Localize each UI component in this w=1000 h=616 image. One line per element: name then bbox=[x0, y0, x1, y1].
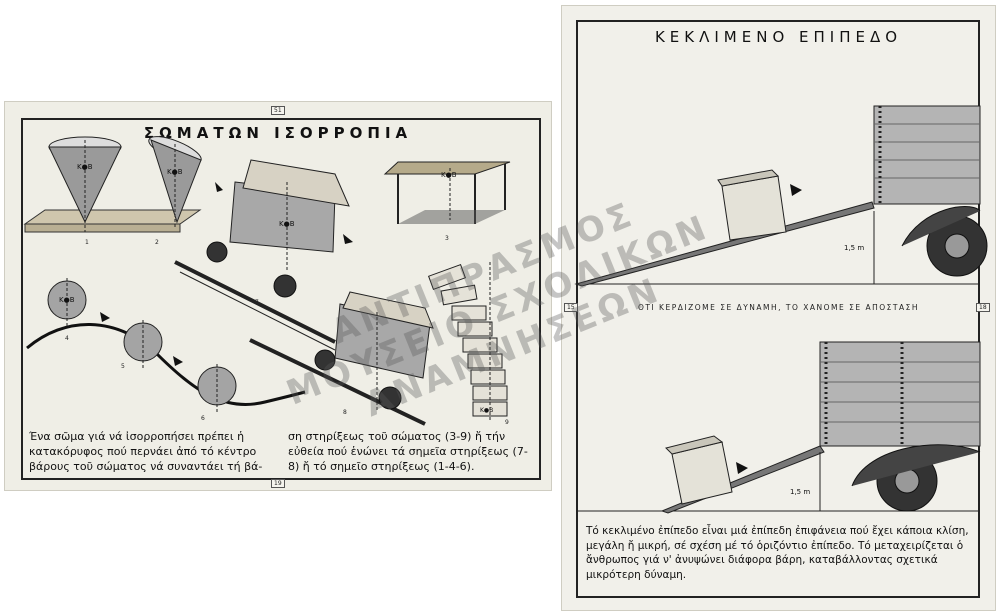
inclined-plane-illustrations: 1,5 m 1,5 m bbox=[574, 105, 988, 514]
truck-fender-bottom bbox=[851, 444, 981, 487]
side-plate-left: 15 bbox=[564, 303, 578, 312]
arrow-icon bbox=[215, 182, 223, 192]
cart-8-wheel bbox=[378, 386, 402, 410]
arrow-icon bbox=[343, 234, 353, 244]
cart-8-load bbox=[342, 291, 434, 329]
wooden-board-edge bbox=[24, 223, 181, 233]
fig-number-7: 7 bbox=[255, 299, 259, 306]
poster-inclined-plane: ΚΕΚΛΙΜΕΝΟ ΕΠΙΠΕΔΟ 15 18 1,5 m bbox=[562, 6, 995, 610]
fig-number-6: 6 bbox=[201, 415, 205, 422]
cart-7-wheel bbox=[206, 241, 228, 263]
height-label-bottom: 1,5 m bbox=[790, 488, 810, 496]
side-plate-right: 18 bbox=[976, 303, 990, 312]
truck-bed-bottom bbox=[819, 341, 981, 447]
push-arrow-icon bbox=[736, 462, 748, 474]
truck-bed-slats bbox=[820, 361, 980, 423]
cart-7-load bbox=[242, 159, 350, 207]
kb-label-7: Κ●Β bbox=[279, 220, 295, 228]
arrow-icon bbox=[100, 312, 110, 322]
fig-number-4: 4 bbox=[65, 335, 69, 342]
truck-bed-slats bbox=[874, 123, 980, 179]
slope-7-line bbox=[179, 271, 336, 351]
table-shadow bbox=[398, 210, 505, 224]
poster-caption: Τό κεκλιμένο ἐπίπεδο εἶναι μιά ἐπίπεδη ἐ… bbox=[586, 525, 969, 581]
balance-illustrations: Κ●Β 1 Κ●Β 2 Κ●Β 3 Κ●Β 7 Κ●Β 4 bbox=[23, 136, 511, 426]
kb-label-9: Κ●Β bbox=[480, 407, 493, 414]
height-label-top: 1,5 m bbox=[844, 244, 864, 252]
caption-left-column: Ένα σῶμα γιά νά ἰσορροπήσει πρέπει ἡ κατ… bbox=[29, 430, 263, 473]
fig-number-8: 8 bbox=[343, 409, 347, 416]
crate-top-lid bbox=[717, 169, 780, 187]
slope-7 bbox=[174, 260, 336, 344]
fig-number-2: 2 bbox=[155, 239, 159, 246]
inclined-plane-short bbox=[574, 201, 875, 287]
push-arrow-icon bbox=[790, 184, 802, 196]
cart-8-wheel bbox=[314, 349, 336, 371]
caption-right-column: ση στηρίξεως τοῦ σώματος (3-9) ἤ τήν εὐθ… bbox=[288, 430, 528, 473]
truck-fender-top bbox=[901, 206, 981, 247]
truck-bed-top bbox=[873, 105, 981, 205]
poster-title: ΣΩΜΑΤΩΝ ΙΣΟΡΡΟΠΙΑ bbox=[143, 124, 413, 142]
cart-7-wheel bbox=[273, 274, 297, 298]
middle-statement: ΟΤΙ ΚΕΡΔΙΖΟΜΕ ΣΕ ΔΥΝΑΜΗ, ΤΟ ΧΑΝΟΜΕ ΣΕ ΑΠ… bbox=[637, 303, 920, 312]
fig-number-5: 5 bbox=[121, 363, 125, 370]
cone-2 bbox=[150, 139, 202, 224]
kb-label-1: Κ●Β bbox=[77, 163, 93, 171]
crate-top bbox=[721, 175, 787, 241]
kb-label-4: Κ●Β bbox=[59, 296, 75, 304]
curved-track bbox=[26, 323, 306, 407]
truck-hub-top bbox=[944, 233, 970, 259]
poster-balance-of-bodies: 51 19 ΣΩΜΑΤΩΝ ΙΣΟΡΡΟΠΙΑ Κ●Β 1 Κ●Β 2 Κ●Β … bbox=[5, 102, 551, 490]
plate-number-bottom: 19 bbox=[271, 479, 285, 488]
poster-title: ΚΕΚΛΙΜΕΝΟ ΕΠΙΠΕΔΟ bbox=[654, 28, 903, 46]
stacked-blocks bbox=[427, 263, 508, 417]
slope-8 bbox=[249, 338, 426, 426]
plate-number-top: 51 bbox=[271, 106, 285, 115]
fig-number-9: 9 bbox=[505, 419, 509, 426]
fig-number-3: 3 bbox=[445, 235, 449, 242]
kb-label-2: Κ●Β bbox=[167, 168, 183, 176]
fig-number-1: 1 bbox=[85, 239, 89, 246]
crate-bottom-lid bbox=[665, 435, 724, 455]
arrow-icon bbox=[173, 356, 183, 366]
kb-label-3: Κ●Β bbox=[441, 171, 457, 179]
